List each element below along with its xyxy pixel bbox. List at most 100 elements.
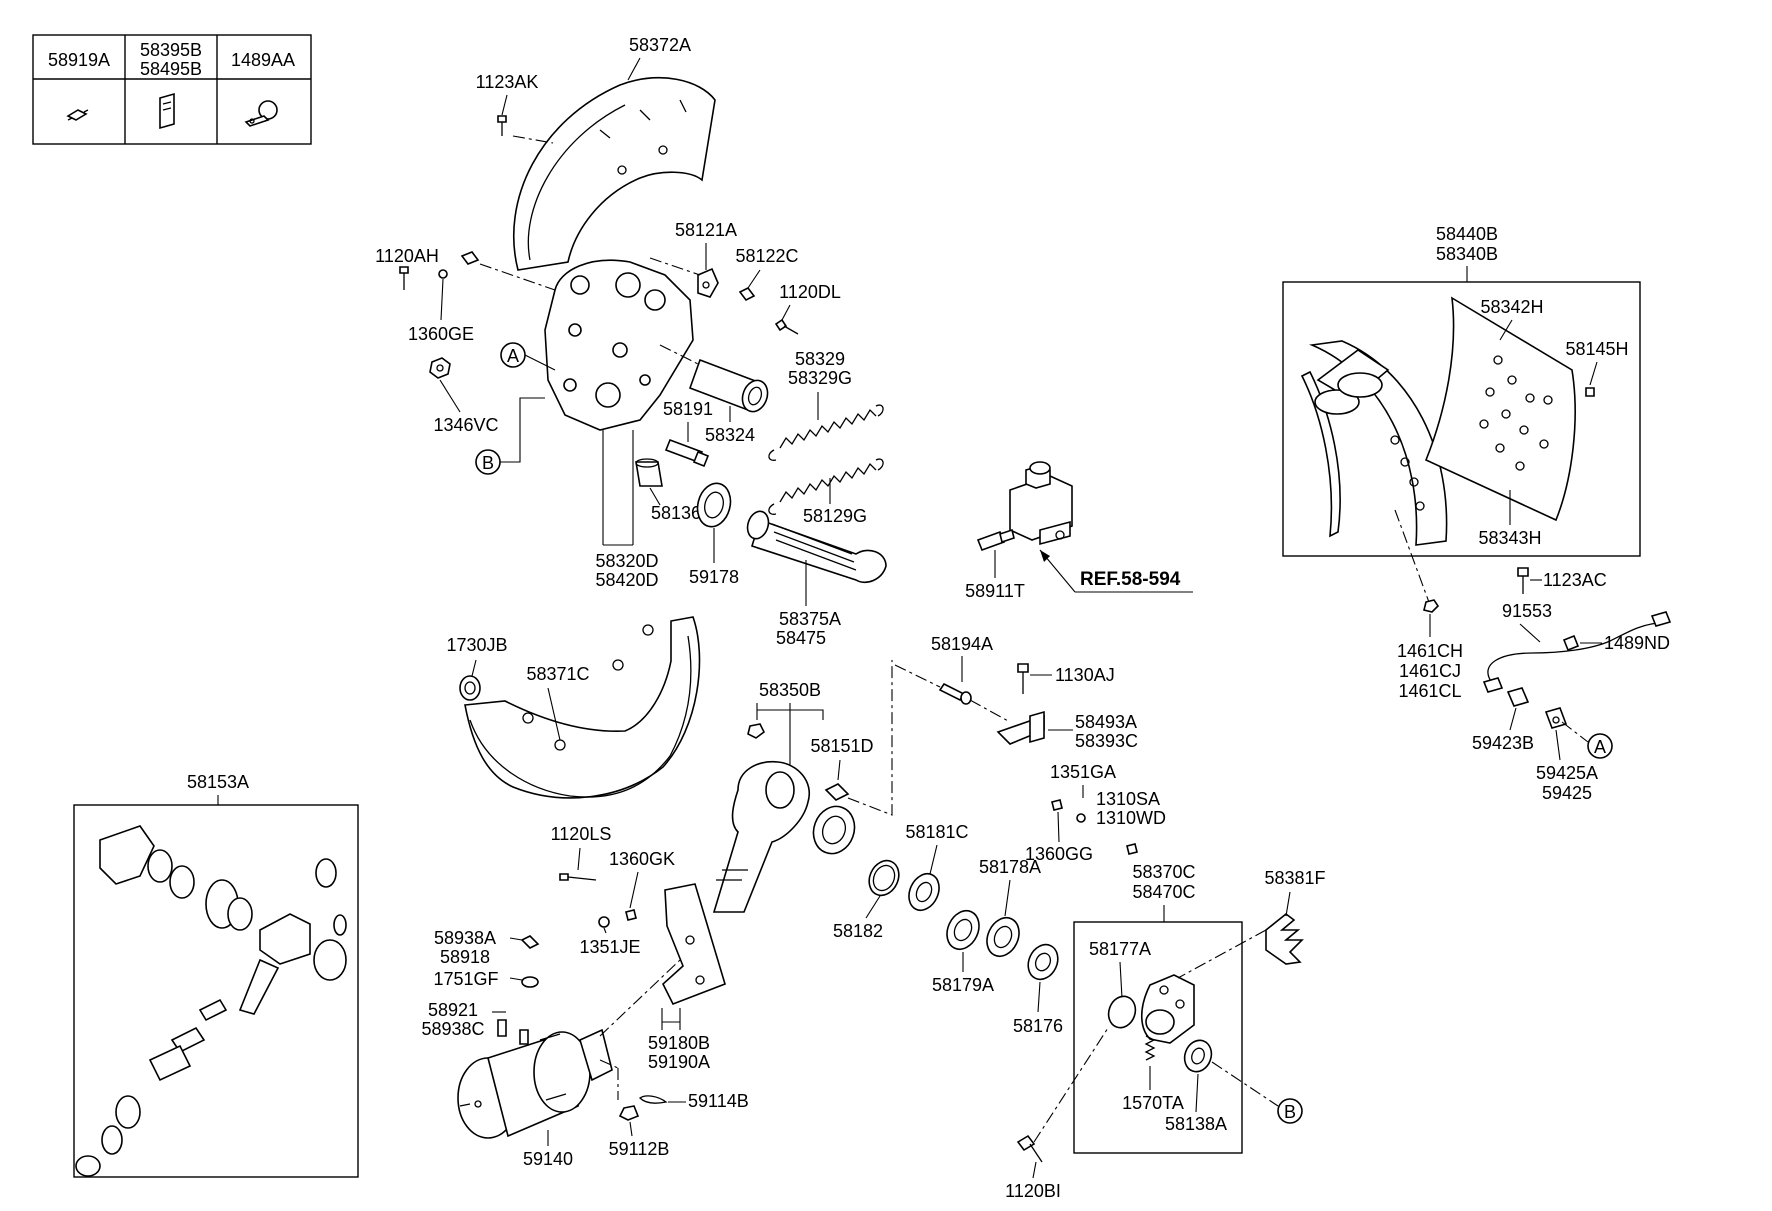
- bearing: [169, 865, 195, 899]
- seal-58179A: [946, 909, 980, 951]
- label-58182: 58182: [833, 921, 883, 941]
- fitting-58911T: [976, 528, 1015, 552]
- label-1120BI: 1120BI: [1005, 1181, 1061, 1201]
- label-1360GE: 1360GE: [408, 324, 474, 344]
- label-1461CH: 1461CH: [1397, 641, 1463, 661]
- marker-a-2: A: [1587, 733, 1613, 759]
- label-1346VC: 1346VC: [433, 415, 498, 435]
- marker-a-2-text: A: [1594, 737, 1606, 757]
- label-1489ND: 1489ND: [1604, 633, 1670, 653]
- marker-b-2: B: [1277, 1098, 1303, 1124]
- label-58177A: 58177A: [1089, 939, 1151, 959]
- housing: [259, 913, 311, 965]
- label-58475: 58475: [776, 628, 826, 648]
- label-59180B: 59180B: [648, 1033, 710, 1053]
- nut-1351GA: [1051, 799, 1063, 811]
- label-58151D: 58151D: [810, 736, 873, 756]
- label-58324: 58324: [705, 425, 755, 445]
- label-58176: 58176: [1013, 1016, 1063, 1036]
- cam-bushing-58324: [688, 358, 769, 413]
- washer-58181C: [908, 872, 940, 912]
- camshaft-kit-box: [73, 804, 359, 1178]
- bushing: [315, 858, 337, 888]
- nut-1360GK: [625, 909, 637, 921]
- label-58393C: 58393C: [1075, 731, 1138, 751]
- label-58938C: 58938C: [421, 1019, 484, 1039]
- valve-58911T: [1009, 461, 1073, 546]
- brake-spider: [544, 259, 694, 431]
- nut-1310WD: [1126, 843, 1138, 855]
- shoe-kit-box: [1282, 281, 1641, 557]
- nut-ring: [115, 1095, 141, 1129]
- label-58320D: 58320D: [595, 551, 658, 571]
- slack-adjuster: [712, 761, 811, 913]
- label-58145H: 58145H: [1565, 339, 1628, 359]
- bracket-58493A: [996, 710, 1045, 745]
- label-1310SA: 1310SA: [1096, 789, 1160, 809]
- label-58938A: 58938A: [434, 928, 496, 948]
- label-1310WD: 1310WD: [1096, 808, 1166, 828]
- plug-59423B: [1506, 687, 1530, 707]
- fitting: [198, 998, 228, 1022]
- marker-b-1: B: [475, 449, 501, 475]
- label-58375A: 58375A: [779, 609, 841, 629]
- label-1360GK: 1360GK: [609, 849, 675, 869]
- label-1123AC: 1123AC: [1543, 570, 1607, 590]
- brake-shoe: [1300, 340, 1448, 546]
- grease-nipple-icon: [66, 109, 89, 121]
- label-58153A: 58153A: [187, 772, 249, 792]
- ref-58-594[interactable]: REF.58-594: [1080, 569, 1181, 590]
- cap-58938A: [520, 935, 540, 949]
- p-clamp-icon: [244, 100, 278, 127]
- seal-58182: [868, 859, 900, 897]
- label-1120LS: 1120LS: [551, 824, 612, 844]
- bolt-1130AJ: [1017, 663, 1029, 694]
- bolt-1120AH: [399, 251, 480, 290]
- bracket-kit-box: [1073, 921, 1243, 1154]
- label-58420D: 58420D: [595, 570, 658, 590]
- label-58343H: 58343H: [1478, 528, 1541, 548]
- bracket-assy-58370C: [1140, 974, 1195, 1044]
- label-1120DL: 1120DL: [779, 282, 841, 302]
- label-59140: 59140: [523, 1149, 573, 1169]
- bolt-1120LS: [559, 873, 597, 881]
- brake-lining-58343H: [1424, 296, 1576, 522]
- label-59114B: 59114B: [688, 1091, 749, 1111]
- o-ring: [147, 849, 173, 883]
- camshaft-58375A: [746, 510, 887, 584]
- bolt-1123AK: [497, 115, 507, 136]
- bolt-1120BI: [1016, 1134, 1043, 1163]
- bolt-58191: [664, 438, 710, 468]
- mounting-bracket-59180B: [662, 883, 726, 1006]
- clevis-58151D: [812, 783, 856, 855]
- cap: [101, 1125, 123, 1155]
- clamp-1751GF: [521, 976, 539, 988]
- rivet-58145H: [1585, 387, 1595, 397]
- label-1461CJ: 1461CJ: [1399, 661, 1461, 681]
- label-1130AJ: 1130AJ: [1055, 665, 1115, 685]
- nut-1461CH: [1423, 599, 1440, 613]
- label-59425: 59425: [1542, 783, 1592, 803]
- label-58350B: 58350B: [759, 680, 821, 700]
- label-1730JB: 1730JB: [446, 635, 507, 655]
- marker-b-1-text: B: [482, 453, 494, 473]
- clip-icon: [159, 92, 175, 130]
- label-1120AH: 1120AH: [375, 246, 439, 266]
- legend-header-58395B: 58395B: [140, 40, 202, 60]
- label-59423B: 59423B: [1472, 733, 1534, 753]
- label-58918: 58918: [440, 947, 490, 967]
- snap-ring: [227, 897, 253, 931]
- clip-58122C: [738, 286, 756, 302]
- label-91553: 91553: [1502, 601, 1552, 621]
- label-59112B: 59112B: [609, 1139, 670, 1159]
- label-58493A: 58493A: [1075, 712, 1137, 732]
- marker-b-2-text: B: [1284, 1102, 1296, 1122]
- label-58191: 58191: [663, 399, 713, 419]
- spring-58329: [768, 404, 884, 461]
- seal-58136A: [635, 458, 663, 487]
- label-58911T: 58911T: [965, 581, 1025, 601]
- camshaft-kit-parts: [75, 825, 347, 1177]
- cotter-pin-59114B: [638, 1095, 668, 1104]
- label-58370C: 58370C: [1132, 862, 1195, 882]
- pin-58194A: [938, 682, 972, 705]
